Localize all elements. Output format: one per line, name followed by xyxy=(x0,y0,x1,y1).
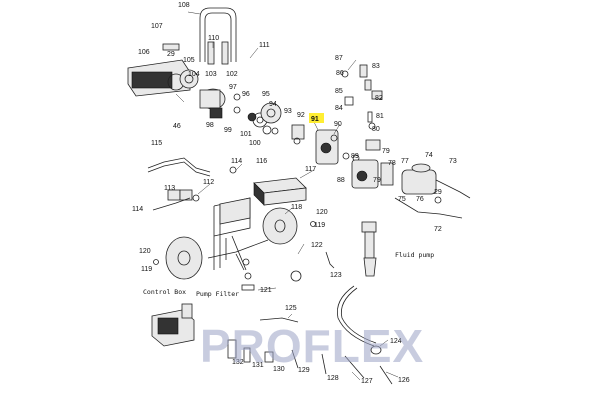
part-label: 131 xyxy=(252,362,264,369)
handle-assembly xyxy=(162,7,237,65)
part-label: 114 xyxy=(132,206,143,213)
pump-filter-label: Pump Filter xyxy=(196,290,239,298)
part-label: 101 xyxy=(240,131,252,138)
part-label: 83 xyxy=(372,63,380,70)
part-label: 125 xyxy=(285,305,297,312)
motor-assembly xyxy=(127,59,305,145)
part-label: 108 xyxy=(178,2,190,9)
part-label: 104 xyxy=(188,71,200,78)
part-label: 121 xyxy=(260,287,272,294)
part-label: 132 xyxy=(232,359,244,366)
part-label: 92 xyxy=(297,112,305,119)
part-label: 111 xyxy=(259,42,270,49)
part-label: 117 xyxy=(305,166,316,173)
part-label: 85 xyxy=(335,88,343,95)
part-label: 95 xyxy=(262,91,270,98)
part-label: 72 xyxy=(434,226,442,233)
part-label: 98 xyxy=(206,122,214,129)
pump-block xyxy=(351,159,471,219)
part-label: 124 xyxy=(390,338,402,345)
part-label: 106 xyxy=(138,49,150,56)
part-label: 29 xyxy=(167,51,175,58)
part-label: 114 xyxy=(231,158,242,165)
part-label: 73 xyxy=(449,158,457,165)
part-label: 90 xyxy=(334,121,342,128)
part-label: 110 xyxy=(208,35,219,42)
part-label: 79 xyxy=(382,148,390,155)
part-label: 103 xyxy=(205,71,217,78)
part-label: 87 xyxy=(335,55,343,62)
part-label: 127 xyxy=(361,378,373,385)
part-label-highlighted: 91 xyxy=(311,116,319,123)
part-label: 105 xyxy=(183,57,195,64)
part-label: 118 xyxy=(291,204,302,211)
part-label: 126 xyxy=(398,377,410,384)
fluid-pump-assembly xyxy=(325,221,377,277)
part-label: 84 xyxy=(335,105,343,112)
part-labels: 108 107 110 29 111 106 105 104 103 102 8… xyxy=(132,2,457,385)
part-label: 75 xyxy=(398,196,406,203)
part-label: 89 xyxy=(351,153,359,160)
control-box-label: Control Box xyxy=(143,288,186,296)
part-label: 77 xyxy=(401,158,409,165)
control-box-top xyxy=(253,177,307,206)
part-label: 74 xyxy=(425,152,433,159)
part-label: 120 xyxy=(139,248,151,255)
pump-head xyxy=(315,64,383,165)
part-label: 128 xyxy=(327,375,339,382)
control-box-assembly xyxy=(151,303,195,347)
part-label: 97 xyxy=(229,84,237,91)
leader-lines xyxy=(175,11,399,381)
part-label: 86 xyxy=(336,70,344,77)
part-label: 99 xyxy=(224,127,232,134)
part-label: 119 xyxy=(314,222,325,229)
part-label: 123 xyxy=(330,272,342,279)
part-label: 122 xyxy=(311,242,323,249)
part-label: 94 xyxy=(269,101,277,108)
part-label: 116 xyxy=(256,158,267,165)
part-label: 88 xyxy=(337,177,345,184)
part-label: 78 xyxy=(388,160,396,167)
part-label: 76 xyxy=(416,196,424,203)
part-label: 100 xyxy=(249,140,261,147)
part-label: 80 xyxy=(372,126,380,133)
part-label: 102 xyxy=(226,71,238,78)
part-label: 79 xyxy=(373,177,381,184)
cart-frame xyxy=(153,197,316,291)
part-label: 119 xyxy=(141,266,152,273)
part-label: 82 xyxy=(375,95,383,102)
bottom-parts xyxy=(227,317,393,385)
part-label: 112 xyxy=(203,179,214,186)
part-label: 96 xyxy=(242,91,250,98)
part-label: 113 xyxy=(164,185,175,192)
part-label: 130 xyxy=(273,366,285,373)
part-label: 29 xyxy=(434,189,442,196)
part-label: 93 xyxy=(284,108,292,115)
part-label: 120 xyxy=(316,209,328,216)
part-label: 81 xyxy=(376,113,384,120)
watermark-logo: PROFLEX xyxy=(200,320,424,372)
highlight-marker xyxy=(309,113,324,123)
fluid-pump-label: Fluid pump xyxy=(395,251,434,259)
part-label: 46 xyxy=(173,123,181,130)
part-label: 129 xyxy=(298,367,310,374)
part-label: 115 xyxy=(151,140,162,147)
left-parts xyxy=(147,157,237,211)
hose-assembly xyxy=(336,285,382,355)
part-label: 107 xyxy=(151,23,163,30)
